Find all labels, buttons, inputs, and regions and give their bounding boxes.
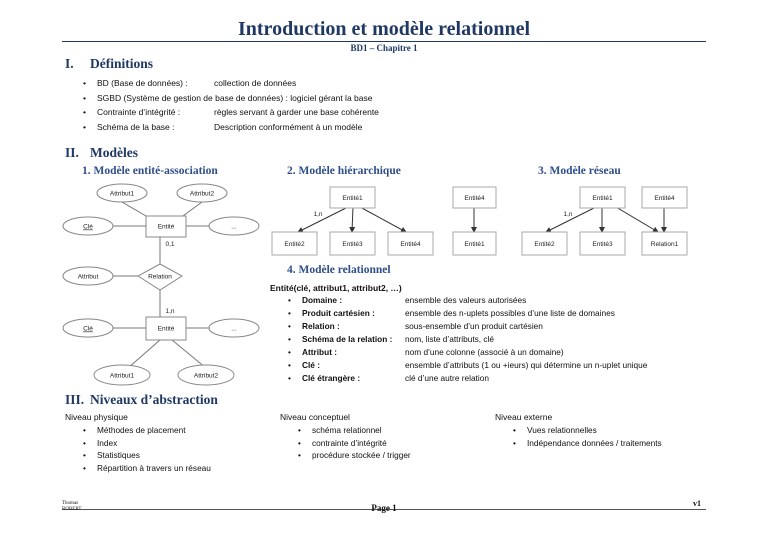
list-item: Relation :sous-ensemble d’un produit car… (288, 320, 647, 333)
ea-key-label-2: Clé (83, 326, 93, 333)
list-item: Attribut :nom d’une colonne (associé à u… (288, 346, 647, 359)
ea-dots-label: ... (231, 224, 237, 231)
subsection-network: 3. Modèle réseau (538, 165, 621, 177)
level-conceptual-heading: Niveau conceptuel (280, 412, 350, 422)
ea-attr2-label: Attribut2 (190, 191, 215, 198)
hier-entity3: Entité3 (342, 241, 363, 248)
list-item: Statistiques (83, 449, 211, 462)
relation-formula: Entité(clé, attribut1, attribut2, …) (270, 283, 402, 293)
list-item: Clé :ensemble d’attributs (1 ou +ieurs) … (288, 359, 647, 372)
net-card: 1,n (563, 211, 572, 218)
ea-card-2: 1,n (165, 308, 174, 315)
network-diagram: Entité1 Entité4 1,n Entité2 Entité3 Rela… (521, 186, 688, 256)
relational-terms-list: Domaine :ensemble des valeurs autorisées… (288, 294, 647, 385)
page-title: Introduction et modèle relationnel (237, 18, 531, 40)
subsection-hierarchical: 2. Modèle hiérarchique (287, 165, 401, 177)
ea-attr1b-label: Attribut1 (110, 373, 135, 380)
entity-box-bottom (145, 316, 187, 341)
ea-entity-label-2: Entité (158, 326, 175, 333)
list-item: Schéma de la relation :nom, liste d’attr… (288, 333, 647, 346)
page-subtitle: BD1 – Chapitre 1 (350, 43, 418, 53)
level-external-heading: Niveau externe (495, 412, 553, 422)
version-label: v1 (693, 499, 701, 508)
more-ellipse (208, 216, 260, 236)
ea-attr1-label: Attribut1 (110, 191, 135, 198)
entity-association-diagram: Attribut1 Attribut2 Clé Entité ... 0,1 R… (62, 183, 260, 386)
ea-relation-label: Relation (148, 274, 172, 281)
net-relation1: Relation1 (651, 241, 679, 248)
subsection-relational: 4. Modèle relationnel (287, 264, 391, 276)
level-external-list: Vues relationnelles Indépendance données… (513, 424, 662, 450)
footer-author: Thomas ROBERT (62, 501, 82, 512)
list-item: Vues relationnelles (513, 424, 662, 437)
key-ellipse (62, 216, 114, 236)
hier-forest-entity1: Entité1 (464, 241, 485, 248)
list-item: procédure stockée / trigger (298, 449, 411, 462)
attribute-2b-ellipse (177, 364, 235, 386)
ea-attr2b-label: Attribut2 (194, 373, 219, 380)
hier-entity1: Entité1 (342, 195, 363, 202)
net-entity1: Entité1 (592, 195, 613, 202)
hier-card: 1,n (313, 211, 322, 218)
list-item: contrainte d’intégrité (298, 437, 411, 450)
list-item: Répartition à travers un réseau (83, 462, 211, 475)
ea-key-label: Clé (83, 224, 93, 231)
definitions-list: BD (Base de données) :collection de donn… (83, 76, 379, 135)
footer-divider (62, 509, 706, 510)
subsection-entity-association: 1. Modèle entité-association (82, 165, 218, 177)
ea-attribut-label: Attribut (78, 274, 99, 281)
entity-box-top (145, 215, 187, 238)
attribute-2-ellipse (176, 183, 228, 203)
ea-dots-label-2: ... (231, 326, 237, 333)
relation-diamond (137, 263, 183, 291)
section-3-title: Niveaux d’abstraction (90, 392, 218, 407)
list-item: Produit cartésien :ensemble des n-uplets… (288, 307, 647, 320)
hier-entity2: Entité2 (284, 241, 305, 248)
list-item: SGBD (Système de gestion de base de donn… (83, 91, 379, 106)
ea-card-1: 0,1 (165, 241, 174, 248)
hier-forest-entity4: Entité4 (464, 195, 485, 202)
net-entity2: Entité2 (534, 241, 555, 248)
level-physical-list: Méthodes de placement Index Statistiques… (83, 424, 211, 475)
key-ellipse-2 (62, 318, 114, 338)
section-3-number: III. (65, 392, 85, 407)
section-1-number: I. (65, 56, 74, 71)
list-item: Schéma de la base :Description conformém… (83, 120, 379, 135)
list-item: Clé étrangère :clé d’une autre relation (288, 372, 647, 385)
net-entity4: Entité4 (654, 195, 675, 202)
page-number: Page 1 (371, 503, 397, 513)
list-item: Méthodes de placement (83, 424, 211, 437)
list-item: Domaine :ensemble des valeurs autorisées (288, 294, 647, 307)
ea-entity-label: Entité (158, 224, 175, 231)
attribute-ellipse (62, 266, 114, 286)
list-item: schéma relationnel (298, 424, 411, 437)
hierarchical-diagram: Entité1 1,n Entité2 Entité3 Entité4 Enti… (271, 186, 497, 256)
section-2-title: Modèles (90, 145, 138, 160)
level-physical-heading: Niveau physique (65, 412, 128, 422)
list-item: BD (Base de données) :collection de donn… (83, 76, 379, 91)
net-entity3: Entité3 (592, 241, 613, 248)
header-divider (62, 41, 706, 42)
attribute-1b-ellipse (93, 364, 151, 386)
hier-entity4: Entité4 (400, 241, 421, 248)
more-ellipse-2 (208, 318, 260, 338)
list-item: Indépendance données / traitements (513, 437, 662, 450)
section-1-title: Définitions (90, 56, 154, 71)
list-item: Contrainte d’intégrité :règles servant à… (83, 105, 379, 120)
level-conceptual-list: schéma relationnel contrainte d’intégrit… (298, 424, 411, 462)
list-item: Index (83, 437, 211, 450)
section-2-number: II. (65, 145, 79, 160)
attribute-1-ellipse (96, 183, 148, 203)
